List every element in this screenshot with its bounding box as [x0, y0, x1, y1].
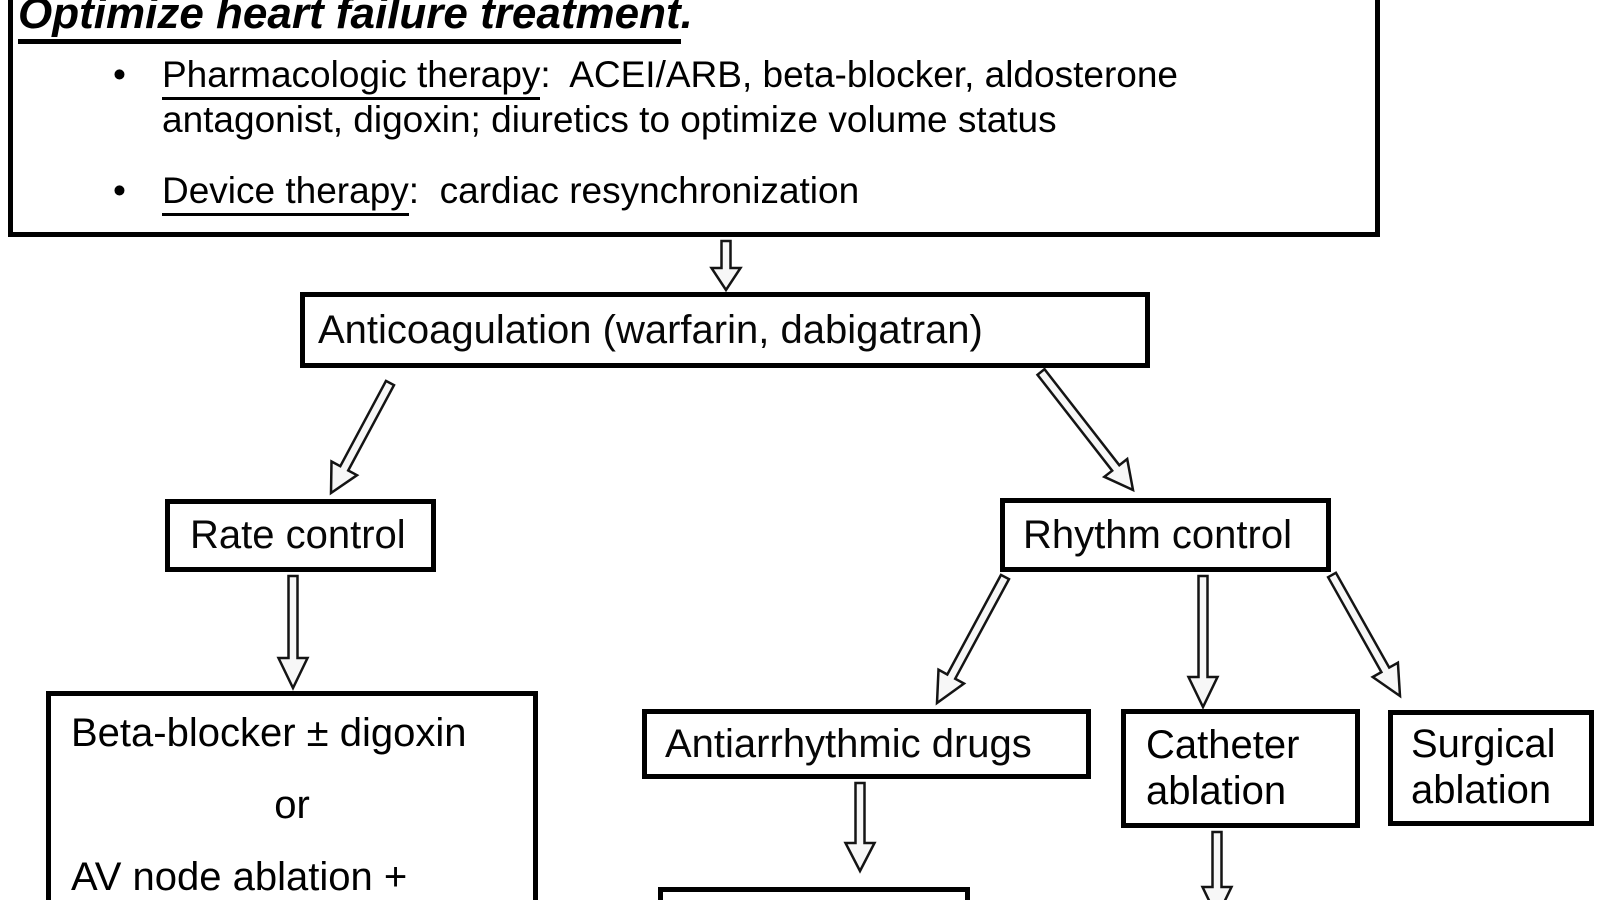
surgical-ablation-box: Surgical ablation: [1388, 710, 1594, 826]
bullet-pharmacologic-text: Pharmacologic therapy: ACEI/ARB, beta-bl…: [162, 52, 1273, 142]
antiarrhythmic-result-box: [658, 887, 970, 900]
catheter-ablation-line1: Catheter: [1146, 723, 1300, 767]
bullet-lead-underlined: Device therapy: [162, 170, 409, 216]
header-title-punctuation: .: [680, 0, 693, 38]
bullet-device-text: Device therapy: cardiac resynchronizatio…: [162, 168, 1273, 216]
bullet-body: cardiac resynchronization: [439, 170, 860, 211]
surgical-ablation-line2: ablation: [1411, 768, 1552, 812]
arrow-anticoagulation-to-rhythm-control: [1035, 367, 1135, 493]
bullet-separator: :: [540, 54, 570, 95]
optimize-heart-failure-box: [8, 0, 1380, 237]
arrow-rhythm-to-surgical: [1326, 571, 1402, 699]
rate-treatment-box: Beta-blocker ± digoxin or AV node ablati…: [46, 691, 538, 900]
bullet-dot-icon: •: [113, 54, 126, 95]
arrow-rhythm-to-catheter: [1186, 574, 1220, 710]
header-title-text: Optimize heart failure treatment: [18, 0, 681, 44]
bullet-dot-icon: •: [113, 170, 126, 211]
surgical-ablation-line1: Surgical: [1411, 722, 1556, 766]
bullet-pharmacologic-therapy: • Pharmacologic therapy: ACEI/ARB, beta-…: [113, 52, 1273, 142]
rate-treatment-or: or: [274, 783, 310, 827]
arrow-antiarrhythmic-to-result: [843, 781, 877, 874]
header-title: Optimize heart failure treatment.: [18, 0, 693, 44]
arrow-anticoagulation-to-rate-control: [329, 379, 396, 496]
catheter-ablation-box: Catheter ablation: [1121, 709, 1360, 828]
catheter-ablation-line2: ablation: [1146, 769, 1287, 813]
arrow-rhythm-to-antiarrhythmic: [935, 573, 1011, 706]
bullet-device-therapy: • Device therapy: cardiac resynchronizat…: [113, 168, 1273, 216]
rate-control-box: Rate control: [165, 499, 436, 572]
bullet-separator: :: [408, 170, 440, 211]
rhythm-control-box: Rhythm control: [1000, 498, 1331, 572]
anticoagulation-box: Anticoagulation (warfarin, dabigatran): [300, 292, 1150, 368]
rate-control-label: Rate control: [190, 513, 406, 557]
bullet-body: ACEI/ARB, beta-blocker, aldosterone anta…: [162, 54, 1189, 140]
rhythm-control-label: Rhythm control: [1023, 512, 1292, 557]
header-bullet-list: • Pharmacologic therapy: ACEI/ARB, beta-…: [113, 52, 1273, 216]
antiarrhythmic-drugs-label: Antiarrhythmic drugs: [665, 721, 1032, 766]
rate-treatment-line1: Beta-blocker ± digoxin: [71, 711, 467, 755]
arrow-catheter-down: [1200, 830, 1234, 900]
rate-treatment-line2: AV node ablation +: [71, 855, 408, 899]
bullet-lead-underlined: Pharmacologic therapy: [162, 54, 541, 100]
antiarrhythmic-drugs-box: Antiarrhythmic drugs: [642, 709, 1091, 779]
arrow-header-to-anticoagulation: [709, 239, 743, 293]
arrow-rate-control-to-treatment: [276, 574, 310, 691]
anticoagulation-label: Anticoagulation (warfarin, dabigatran): [318, 307, 983, 352]
